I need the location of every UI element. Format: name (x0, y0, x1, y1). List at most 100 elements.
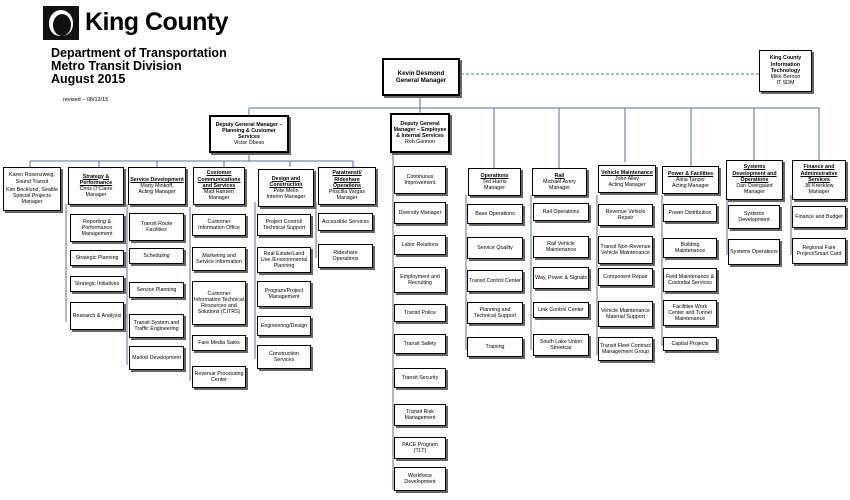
unit-finance-and-administrative-services-title: Finance and Administrative Services (800, 164, 838, 183)
sub-unit-service-planning: Service Planning (129, 282, 184, 298)
sub-unit-rail-vehicle-maintenance: Rail Vehicle Maintenance (533, 236, 589, 258)
unit-paratransit-rideshare-operations-name: Priscilla Vargas (328, 189, 366, 196)
sub-unit-training: Training (467, 337, 523, 357)
sub-unit-transit-system-and-traffic-engineering-title: Transit System and Traffic Engineering (133, 319, 180, 332)
unit-power-facilities-title: Power & Facilities (667, 170, 714, 177)
unit-paratransit-rideshare-operations-role: Manager (336, 195, 358, 202)
unit-operations-name: Ted Harris (482, 178, 507, 185)
sub-unit-facilities-work-center-and-tunnel-maintenance: Facilities Work Center and Tunnel Mainte… (663, 300, 717, 326)
sound-transit-title: Karen Rosenzweig, Sound Transit (9, 172, 55, 185)
deputy-planning-title: Deputy General Manager – Planning & Cust… (215, 121, 283, 140)
sub-unit-vehicle-maintenance-material-support-title: Vehicle Maintenance Material Support (601, 307, 650, 320)
employee-unit-transit-security: Transit Security (394, 368, 446, 388)
employee-unit-workforce-development-title: Workforce Development (404, 472, 436, 485)
unit-operations-title: Operations (480, 172, 509, 179)
sub-unit-engineering-design-title: Engineering/Design (260, 322, 308, 329)
sub-unit-customer-information-technical-resources-and-solutions-citrs: Customer Information Technical Resources… (192, 281, 246, 325)
employee-unit-labor-relations: Labor Relations (394, 235, 446, 255)
sub-unit-transit-control-center: Transit Control Center (467, 270, 523, 292)
sub-unit-component-repair-title: Component Repair (603, 273, 648, 280)
sub-unit-transit-route-facilities: Transit Route Facilities (129, 213, 184, 241)
sub-unit-research-analysis-title: Research & Analysis (72, 312, 122, 319)
employee-unit-transit-police-title: Transit Police (404, 309, 436, 316)
unit-rail-role: Manager (549, 185, 570, 192)
employee-unit-transit-safety-title: Transit Safety (403, 340, 437, 347)
sub-unit-customer-information-technical-resources-and-solutions-citrs-title: Customer Information Technical Resources… (194, 290, 244, 316)
unit-design-and-construction-name: Pete Melin (273, 188, 299, 194)
unit-finance-and-administrative-services-name: Jill Krecklow (804, 183, 834, 190)
unit-vehicle-maintenance-title: Vehicle Maintenance (601, 169, 653, 176)
sub-unit-power-distribution-title: Power Distribution (668, 209, 712, 216)
sub-unit-scheduling-title: Scheduling (143, 252, 170, 259)
employee-unit-transit-risk-management-title: Transit Risk Management (404, 408, 436, 421)
employee-unit-diversity-manager-title: Diversity Manager (398, 209, 442, 216)
sub-unit-marketing-and-service-information: Marketing and Service Information (192, 247, 246, 271)
sub-unit-regional-fare-project-smart-card: Regional Fare Project/Smart Card (792, 238, 846, 264)
sub-unit-customer-information-office-title: Customer Information Office (198, 218, 240, 231)
sub-unit-way-power-signals: Way, Power & Signals (533, 267, 589, 289)
sub-unit-south-lake-union-streetcar-title: South Lake Union Streetcar (539, 338, 583, 351)
king-county-logo-icon (43, 6, 79, 40)
sub-unit-building-maintenance: Building Maintenance (663, 238, 717, 258)
sub-unit-systems-development-title: Systems Development (738, 210, 770, 223)
sub-unit-reporting-performance-management: Reporting & Performance Management (70, 214, 124, 242)
sub-unit-rail-operations: Rail Operations (533, 203, 589, 221)
sub-unit-transit-non-revenue-vehicle-maintenance-title: Transit Non-Revenue Vehicle Maintenance (600, 243, 651, 256)
unit-paratransit-rideshare-operations-title: Paratransit/ Rideshare Operations (332, 170, 362, 189)
employee-unit-labor-relations-title: Labor Relations (401, 241, 439, 248)
sub-unit-construction-services-title: Construction Services (269, 350, 299, 363)
kcit-box: King County Information Technology Mike … (759, 50, 812, 92)
sub-unit-revenue-processing-center: Revenue Processing Center (192, 366, 246, 388)
unit-customer-communications-and-services-name: Matt Hansen (203, 189, 235, 196)
sub-unit-finance-and-budget-title: Finance and Budget (795, 213, 843, 220)
sub-unit-strategic-initiatives: Strategic Initiatives (70, 276, 124, 292)
unit-strategy-performance-name: Chris O'Claire (79, 186, 113, 192)
sub-unit-revenue-processing-center-title: Revenue Processing Center (194, 370, 244, 383)
deputy-employee-title: Deputy General Manager – Employee & Inte… (393, 120, 447, 139)
logo-text: King County (85, 8, 229, 36)
sub-unit-systems-operations: Systems Operations (728, 239, 780, 265)
unit-design-and-construction-title: Design and Construction (269, 175, 303, 188)
sound-transit-box: Karen Rosenzweig, Sound Transit Kim Beck… (3, 167, 61, 211)
sub-unit-scheduling: Scheduling (129, 248, 184, 264)
unit-systems-development-and-operations-role: Manager (744, 189, 765, 196)
sub-unit-rideshare-operations-title: Rideshare Operations (332, 249, 359, 262)
unit-power-facilities-name: Alina Tanzer (675, 176, 706, 183)
title-line-date: August 2015 (51, 72, 126, 86)
unit-power-facilities-role: Acting Manager (671, 183, 710, 190)
unit-rail-title: Rail (554, 172, 565, 179)
employee-unit-pace-program-tlt-title: PACE Program (TLT) (402, 441, 438, 454)
sub-unit-building-maintenance-title: Building Maintenance (674, 241, 706, 254)
unit-strategy-performance-role: Manager (85, 192, 107, 199)
sub-unit-accessible-services-title: Accessible Services (321, 218, 370, 225)
employee-unit-employment-and-recruiting: Employment and Recruiting (394, 267, 446, 293)
sub-unit-engineering-design: Engineering/Design (257, 316, 311, 336)
sub-unit-transit-route-facilities-title: Transit Route Facilities (140, 220, 173, 233)
sub-unit-research-analysis: Research & Analysis (70, 302, 124, 330)
revised-date: revised – 08/13/15 (63, 97, 109, 103)
employee-unit-diversity-manager: Diversity Manager (394, 202, 446, 224)
sub-unit-base-operations-title: Base Operations (475, 210, 515, 217)
kcit-role: IT SDM (776, 80, 795, 87)
employee-unit-workforce-development: Workforce Development (394, 467, 446, 491)
sub-unit-way-power-signals-title: Way, Power & Signals (535, 274, 587, 281)
sub-unit-finance-and-budget: Finance and Budget (792, 206, 846, 228)
sub-unit-market-development-title: Market Development (132, 354, 181, 361)
employee-unit-transit-risk-management: Transit Risk Management (394, 404, 446, 426)
unit-design-and-construction-role: Interim Manager (266, 194, 306, 201)
sound-transit-name: Kim Becklund, Seattle Special Projects M… (6, 186, 58, 206)
sub-unit-component-repair: Component Repair (598, 268, 653, 286)
sub-unit-link-control-center-title: Link Control Center (538, 306, 584, 313)
sub-unit-transit-non-revenue-vehicle-maintenance: Transit Non-Revenue Vehicle Maintenance (598, 236, 653, 264)
unit-customer-communications-and-services-title: Customer Communications and Services (197, 170, 241, 189)
sub-unit-strategic-planning-title: Strategic Planning (75, 254, 119, 261)
deputy-planning-box: Deputy General Manager – Planning & Cust… (209, 115, 289, 153)
unit-strategy-performance-title: Strategy & Performance (79, 173, 113, 186)
sub-unit-facilities-work-center-and-tunnel-maintenance-title: Facilities Work Center and Tunnel Mainte… (668, 303, 712, 323)
sub-unit-revenue-vehicle-repair-title: Revenue Vehicle Repair (605, 208, 646, 221)
sub-unit-project-control-technical-support-title: Project Control/ Technical Support (262, 218, 306, 231)
